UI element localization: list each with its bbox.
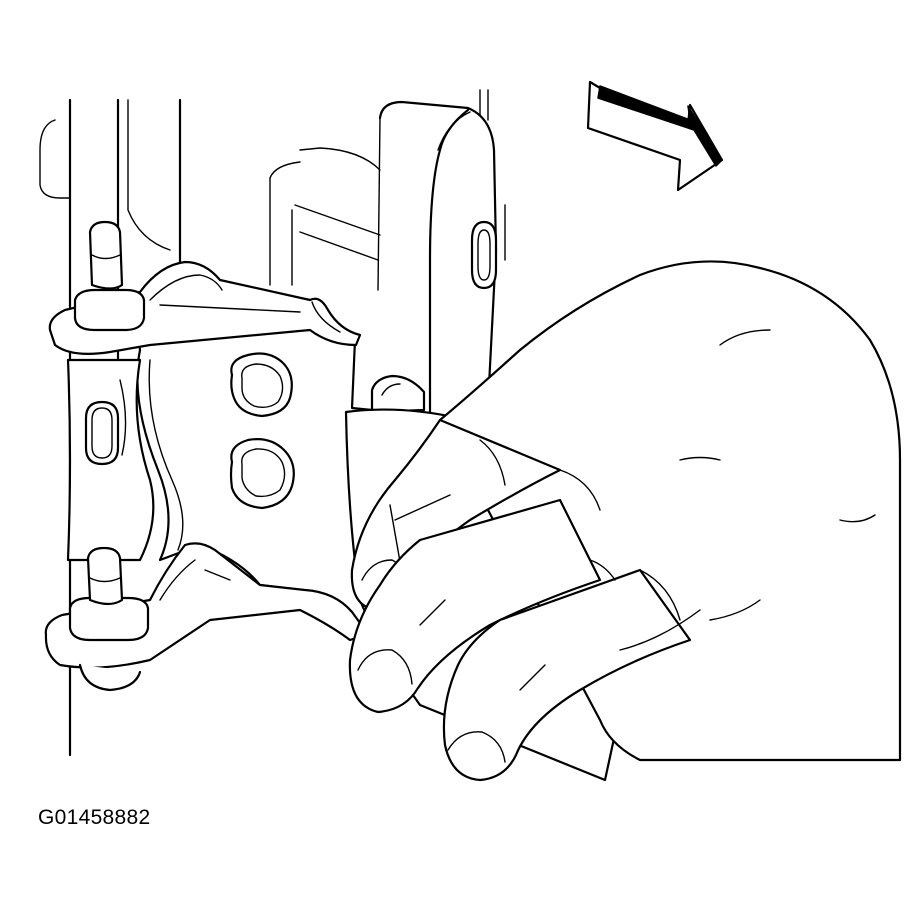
upper-hinge-pin [75,222,144,330]
hinge-body-plate [137,285,424,640]
figure-caption-code: G01458882 [38,806,151,829]
door-panel [270,148,380,285]
hinge-door-strap [378,102,505,420]
hand-icon [350,261,900,780]
hinge-knuckle [68,360,153,560]
arrow-right-down-icon [588,82,722,190]
lower-hinge-pin [70,548,148,640]
